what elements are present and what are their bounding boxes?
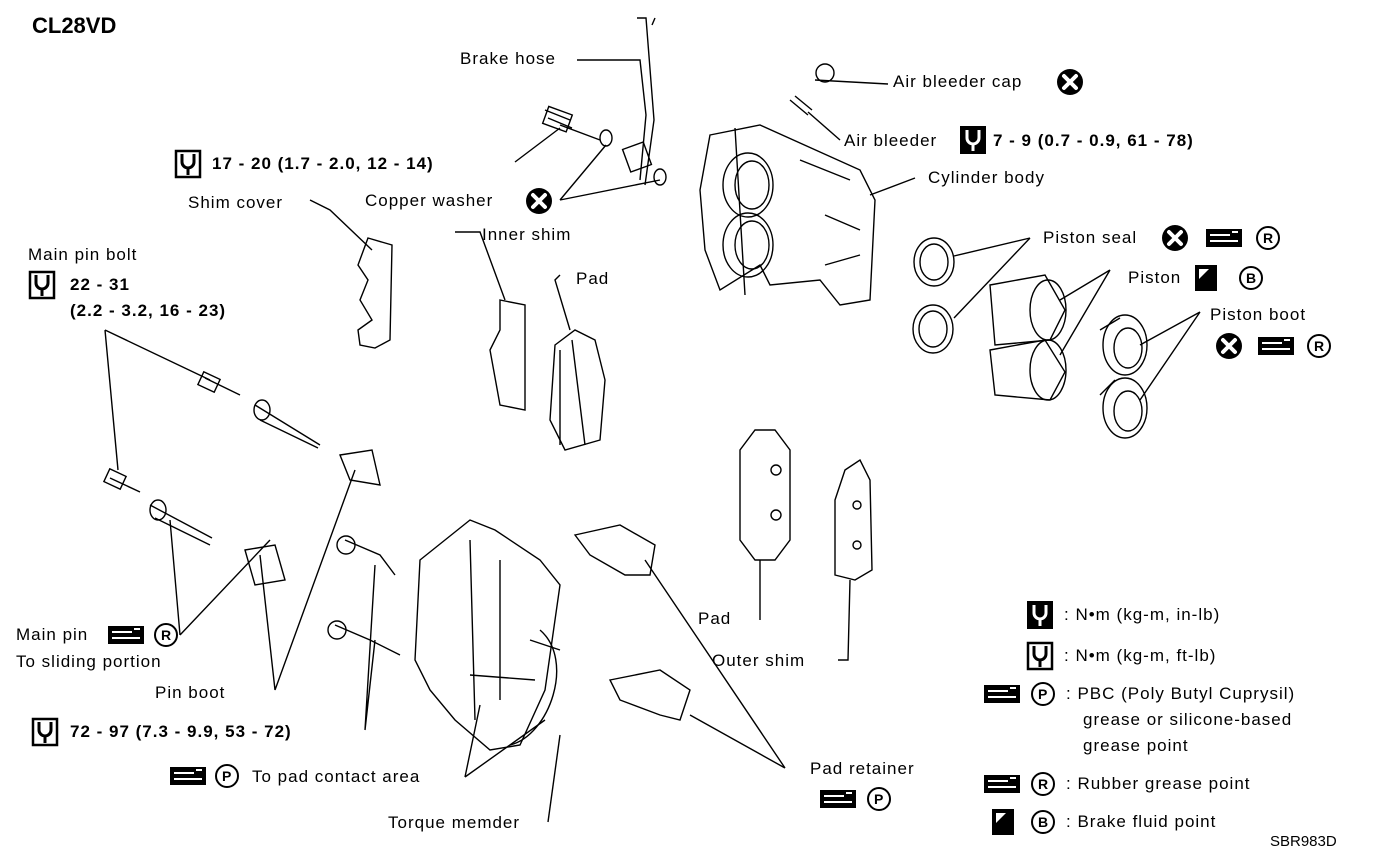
label-copper-washer: Copper washer [365,191,494,210]
label-piston-boot: Piston boot [1210,305,1307,324]
label-to-pad-contact-area: To pad contact area [252,767,421,786]
label-outer-shim: Outer shim [712,651,806,670]
label-torque-member: Torque memder [388,813,521,832]
symbol-p-legend: P [1038,686,1048,702]
label-pin-boot: Pin boot [155,683,226,702]
symbol-r-main-pin: R [161,627,172,643]
symbol-r-boot: R [1314,338,1325,354]
legend-brake-fluid: : Brake fluid point [1066,812,1217,831]
label-inner-shim: Inner shim [482,225,572,244]
model-title: CL28VD [32,13,117,38]
symbol-p-contact: P [222,768,232,784]
label-main-pin-bolt-torque-1: 22 - 31 [70,275,130,294]
legend-nm-ft-lb: : N•m (kg-m, ft-lb) [1064,646,1217,665]
label-main-pin: Main pin [16,625,89,644]
label-air-bleeder-torque: 7 - 9 (0.7 - 0.9, 61 - 78) [993,131,1194,150]
label-main-pin-bolt-torque-2: (2.2 - 3.2, 16 - 23) [70,301,227,320]
legend-nm-in-lb: : N•m (kg-m, in-lb) [1064,605,1221,624]
legend-rubber-grease: : Rubber grease point [1066,774,1251,793]
label-torque-member-bolt-torque: 72 - 97 (7.3 - 9.9, 53 - 72) [70,722,292,741]
label-pad-retainer: Pad retainer [810,759,915,778]
label-piston-seal: Piston seal [1043,228,1138,247]
label-pad-lower: Pad [698,609,732,628]
symbol-b-piston: B [1246,270,1257,286]
label-to-sliding-portion: To sliding portion [16,652,162,671]
legend-pbc-2: grease or silicone-based [1083,710,1293,729]
legend-pbc-3: grease point [1083,736,1189,755]
figure-code: SBR983D [1270,833,1337,850]
symbol-r-seal: R [1263,230,1274,246]
symbol-p-retainer: P [874,791,884,807]
label-shim-cover: Shim cover [188,193,284,212]
symbol-b-legend: B [1038,814,1049,830]
symbol-r-legend: R [1038,776,1049,792]
label-pad-upper: Pad [576,269,610,288]
label-brake-hose: Brake hose [460,49,556,68]
label-piston: Piston [1128,268,1182,287]
label-air-bleeder: Air bleeder [844,131,938,150]
label-main-pin-bolt: Main pin bolt [28,245,138,264]
label-air-bleeder-cap: Air bleeder cap [893,72,1023,91]
label-cylinder-body: Cylinder body [928,168,1045,187]
legend-pbc-1: : PBC (Poly Butyl Cuprysil) [1066,684,1296,703]
label-hose-bolt-torque: 17 - 20 (1.7 - 2.0, 12 - 14) [212,154,434,173]
